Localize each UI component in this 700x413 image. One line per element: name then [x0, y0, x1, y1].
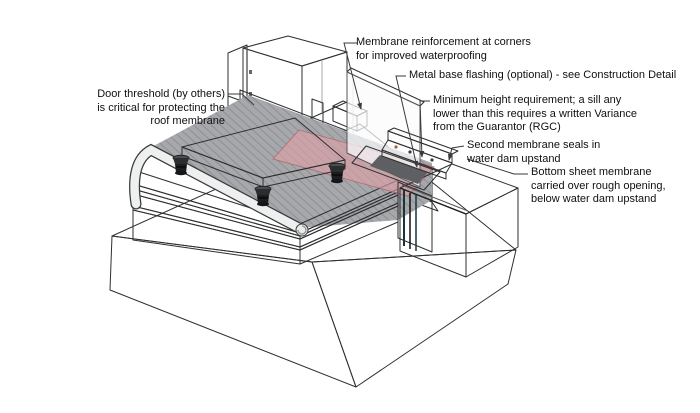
- fastener-screw: [430, 158, 434, 162]
- rough-opening-trough: [397, 181, 433, 253]
- fastener-screw: [408, 150, 412, 154]
- label-door-threshold: Door threshold (by others) is critical f…: [97, 88, 225, 127]
- leader-metal-base-flashing: [395, 75, 419, 168]
- water-dam-channel: [381, 127, 459, 180]
- label-second-membrane: Second membrane seals in water dam upsta…: [467, 139, 601, 165]
- label-minimum-height: Minimum height requirement; a sill any l…: [433, 94, 638, 133]
- bottom-sheet-membrane-edge: [399, 187, 467, 215]
- membrane-roll-edge: [129, 143, 309, 237]
- leader-lines: [228, 42, 528, 175]
- label-membrane-reinforcement: Membrane reinforcement at corners for im…: [356, 36, 531, 62]
- leader-bottom-sheet: [466, 158, 528, 175]
- curb-block: [399, 163, 519, 278]
- fastener-screw: [394, 145, 398, 149]
- leader-second-membrane: [448, 145, 465, 161]
- leader-door-threshold: [228, 93, 255, 106]
- leader-minimum-height: [419, 100, 430, 158]
- paver-pedestal: [172, 154, 346, 207]
- leader-membrane-reinforcement: [343, 42, 362, 110]
- label-bottom-sheet-membrane: Bottom sheet membrane carried over rough…: [531, 166, 666, 205]
- label-metal-base-flashing: Metal base flashing (optional) - see Con…: [409, 69, 677, 81]
